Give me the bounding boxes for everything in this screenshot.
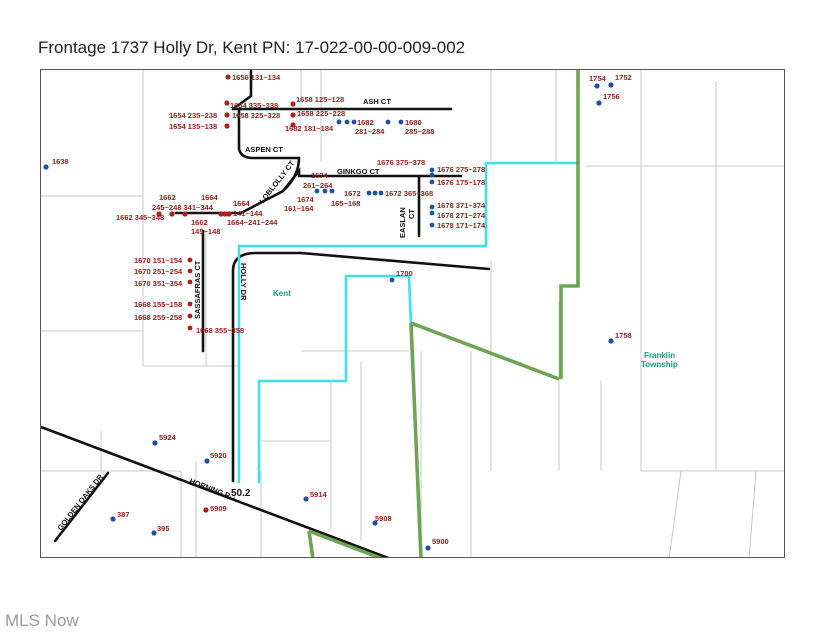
address-label: 1668 155~158 [134, 300, 182, 309]
address-label: 5914 [310, 490, 328, 499]
street-labels: ASH CT ASPEN CT LOBLOLLY CT GINKGO CT EA… [55, 97, 416, 532]
roads [41, 70, 491, 557]
address-label: 1674 [297, 195, 315, 204]
address-label: 285~288 [405, 127, 434, 136]
red-address-dots [156, 74, 296, 513]
township-boundary [307, 70, 580, 557]
street-golden-oaks-dr: GOLDEN OAKS DR [55, 472, 105, 532]
street-holly-dr: HOLLY DR [239, 263, 248, 301]
area-labels: Kent Franklin Township [273, 289, 678, 369]
street-ginkgo-ct: GINKGO CT [337, 167, 380, 176]
street-aspen-ct: ASPEN CT [245, 145, 283, 154]
address-label: 1682 [357, 118, 374, 127]
address-labels: 1656 131~134 1654 335~338 1654 235~238 1… [52, 73, 632, 546]
address-label: 161~164 [284, 204, 314, 213]
address-label: 1672 365~368 [385, 189, 433, 198]
address-label: 1674 [311, 171, 329, 180]
kent-boundary [237, 161, 579, 483]
parcel-lines [41, 70, 784, 557]
address-label: 1654 335~338 [230, 101, 278, 110]
address-label: 1662 [159, 193, 176, 202]
area-label-kent: Kent [273, 289, 291, 298]
watermark: MLS Now [5, 611, 79, 630]
address-label: 1680 [405, 118, 422, 127]
address-label: 5909 [210, 504, 227, 513]
address-label: 1670 251~254 [134, 267, 183, 276]
address-label: 245~248 341~344 [152, 203, 214, 212]
blue-address-dots [43, 82, 614, 551]
address-label: 1752 [615, 73, 632, 82]
address-label: 1700 [396, 269, 413, 278]
parcel-map[interactable]: ASH CT ASPEN CT LOBLOLLY CT GINKGO CT EA… [40, 69, 785, 558]
address-label: 5924 [159, 433, 177, 442]
address-label: 1670 151~154 [134, 256, 183, 265]
address-label: 1756 [603, 92, 620, 101]
address-label: 141~144 [233, 209, 263, 218]
address-label: 1658 225~228 [297, 109, 345, 118]
address-label: 5920 [210, 451, 227, 460]
address-label: 1664 [233, 199, 251, 208]
street-ash-ct: ASH CT [363, 97, 391, 106]
address-label: 145~148 [191, 227, 220, 236]
address-label: 5908 [375, 514, 392, 523]
address-label: 1658 125~128 [296, 95, 344, 104]
parcel-map-canvas[interactable]: ASH CT ASPEN CT LOBLOLLY CT GINKGO CT EA… [41, 70, 785, 558]
address-label: 1672 [344, 189, 361, 198]
address-label: 1676 375~378 [377, 158, 425, 167]
address-label: 1662 345~348 [116, 213, 164, 222]
area-label-franklin: Franklin [644, 351, 675, 360]
address-label: 1668 255~258 [134, 313, 182, 322]
address-label: 165~168 [331, 199, 360, 208]
address-label: 1658 325~328 [232, 111, 280, 120]
address-label: 1670 351~354 [134, 279, 183, 288]
address-label: 1678 271~274 [437, 211, 486, 220]
area-label-township: Township [641, 360, 678, 369]
road-marker-text: 50.2 [231, 488, 251, 499]
address-label: 281~284 [355, 127, 385, 136]
address-label: 1758 [615, 331, 632, 340]
address-label: 1754 [589, 74, 607, 83]
street-sassafras-ct: SASSAFRAS CT [193, 260, 202, 319]
address-label: 1676 175~178 [437, 178, 485, 187]
address-label: 1638 [52, 157, 69, 166]
address-label: 1664~241~244 [227, 218, 278, 227]
address-label: 395 [157, 524, 170, 533]
address-label: 1662 [191, 218, 208, 227]
address-label: 261~264 [303, 181, 333, 190]
street-easlan-ct-line1: EASLAN [398, 207, 407, 238]
address-label: 387 [117, 510, 130, 519]
address-label: 1676 275~278 [437, 165, 485, 174]
address-label: 1654 235~238 [169, 111, 217, 120]
address-label: 1678 171~174 [437, 221, 486, 230]
svg-text:50.2: 50.2 [231, 488, 251, 499]
address-label: 5900 [432, 537, 449, 546]
address-label: 1682 181~184 [285, 124, 334, 133]
address-label: 1656 131~134 [232, 73, 281, 82]
map-title: Frontage 1737 Holly Dr, Kent PN: 17-022-… [38, 38, 466, 57]
address-label: 1678 371~374 [437, 201, 486, 210]
address-label: 1654 135~138 [169, 122, 217, 131]
road-marker: 50.2 50.2 [230, 487, 253, 501]
address-label: 1664 [201, 193, 219, 202]
address-label: 1668 355~358 [196, 326, 244, 335]
street-easlan-ct-line2: CT [407, 209, 416, 219]
